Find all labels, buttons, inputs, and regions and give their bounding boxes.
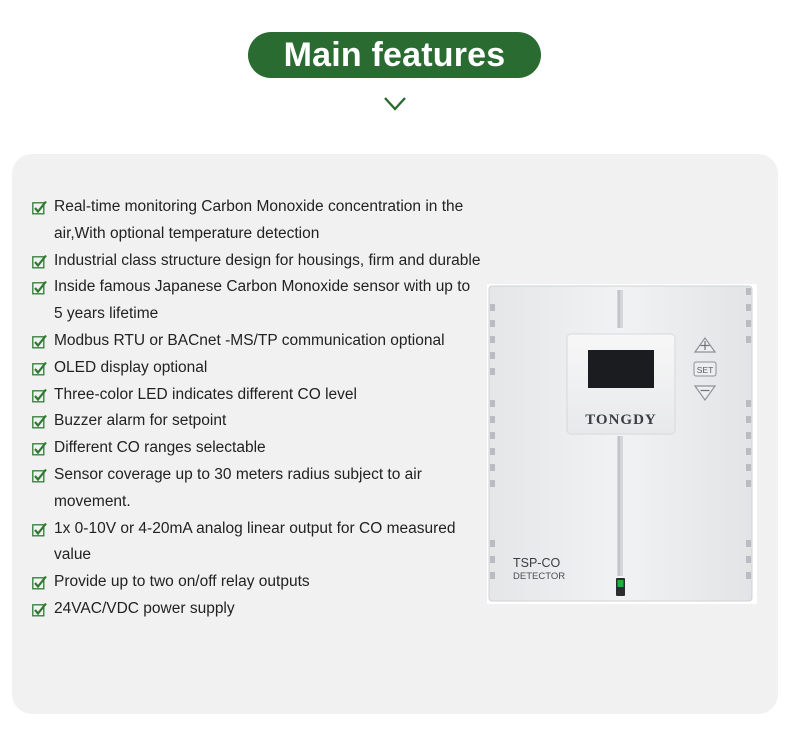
brand-label: TONGDY bbox=[585, 412, 657, 428]
feature-text: Modbus RTU or BACnet -MS/TP communicatio… bbox=[54, 331, 445, 349]
list-item: Real-time monitoring Carbon Monoxide con… bbox=[32, 194, 482, 248]
oled-screen bbox=[588, 350, 654, 388]
left-vents bbox=[490, 304, 495, 579]
set-button bbox=[693, 361, 717, 377]
model-label: TSP-CO bbox=[513, 556, 561, 570]
set-button-label: SET bbox=[697, 365, 714, 375]
check-icon bbox=[32, 575, 47, 590]
check-icon bbox=[32, 522, 47, 537]
feature-text: Real-time monitoring Carbon Monoxide con… bbox=[54, 198, 464, 242]
check-icon bbox=[32, 200, 47, 215]
list-item: Buzzer alarm for setpoint bbox=[32, 408, 482, 435]
check-icon bbox=[32, 602, 47, 617]
minus-arrow-down-icon bbox=[693, 385, 717, 402]
check-icon bbox=[32, 254, 47, 269]
list-item: Different CO ranges selectable bbox=[32, 435, 482, 462]
check-icon bbox=[32, 388, 47, 403]
feature-text: OLED display optional bbox=[54, 358, 208, 376]
feature-text: Provide up to two on/off relay outputs bbox=[54, 573, 310, 591]
feature-text: Buzzer alarm for setpoint bbox=[54, 412, 227, 430]
feature-text: Industrial class structure design for ho… bbox=[54, 251, 481, 269]
feature-text: Different CO ranges selectable bbox=[54, 439, 266, 457]
list-item: 24VAC/VDC power supply bbox=[32, 596, 482, 623]
feature-text: 1x 0-10V or 4-20mA analog linear output … bbox=[54, 519, 456, 564]
feature-text: Inside famous Japanese Carbon Monoxide s… bbox=[54, 278, 471, 323]
feature-list: Real-time monitoring Carbon Monoxide con… bbox=[32, 194, 482, 623]
feature-text: Sensor coverage up to 30 meters radius s… bbox=[54, 465, 422, 510]
list-item: Modbus RTU or BACnet -MS/TP communicatio… bbox=[32, 328, 482, 355]
check-icon bbox=[32, 415, 47, 429]
list-item: Inside famous Japanese Carbon Monoxide s… bbox=[32, 274, 482, 328]
list-item: Provide up to two on/off relay outputs bbox=[32, 569, 482, 596]
chevron-down-icon bbox=[384, 97, 406, 111]
list-item: Three-color LED indicates different CO l… bbox=[32, 382, 482, 409]
list-item: 1x 0-10V or 4-20mA analog linear output … bbox=[32, 516, 482, 570]
check-icon bbox=[32, 441, 47, 456]
check-icon bbox=[32, 468, 47, 483]
co-detector-device: TONGDY SET TSP-CO DETECTOR bbox=[487, 284, 757, 604]
plus-arrow-up-icon bbox=[693, 336, 717, 353]
right-vents bbox=[746, 288, 751, 579]
check-icon bbox=[32, 361, 47, 376]
list-item: Industrial class structure design for ho… bbox=[32, 248, 482, 275]
list-item: OLED display optional bbox=[32, 355, 482, 382]
check-icon bbox=[32, 281, 47, 295]
page-title: Main features bbox=[248, 32, 541, 78]
model-subtitle: DETECTOR bbox=[513, 571, 565, 582]
list-item: Sensor coverage up to 30 meters radius s… bbox=[32, 462, 482, 516]
feature-text: Three-color LED indicates different CO l… bbox=[54, 385, 357, 403]
check-icon bbox=[32, 334, 47, 349]
feature-text: 24VAC/VDC power supply bbox=[54, 599, 235, 617]
